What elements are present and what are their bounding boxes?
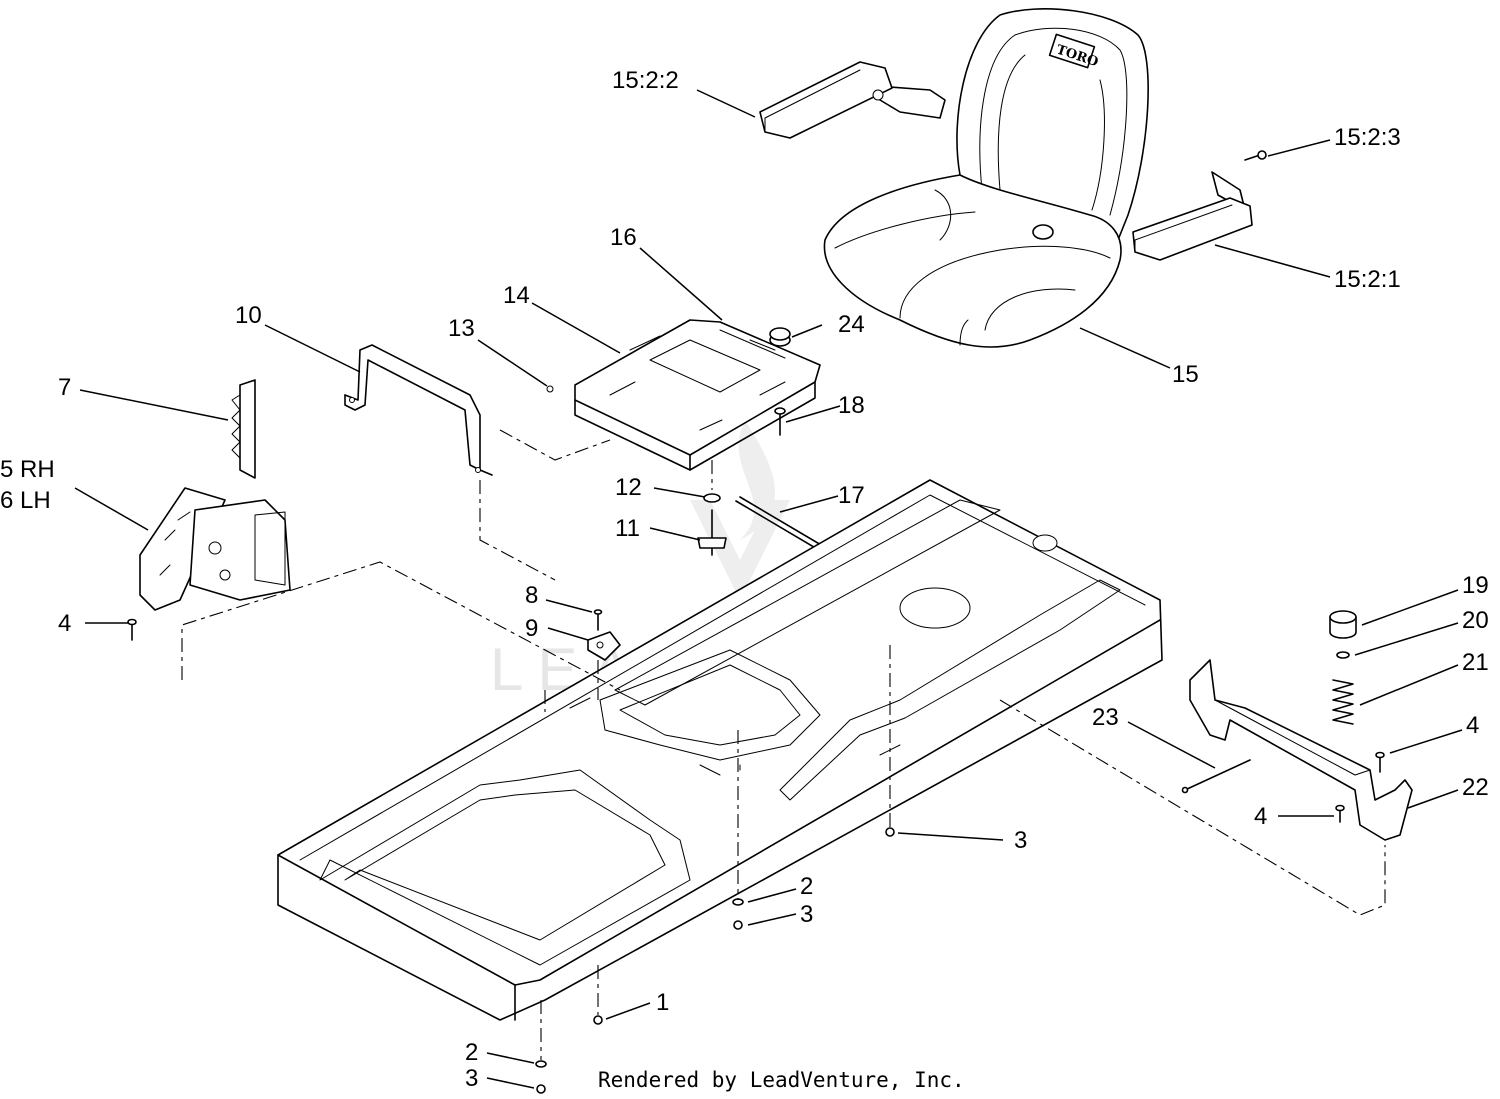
- nut-1: [593, 1015, 603, 1025]
- callout-14: 14: [503, 282, 530, 309]
- seat-assembly: TORO: [759, 8, 1267, 348]
- bolt-4-left: [127, 618, 137, 641]
- washer-2-bottom: [535, 1060, 547, 1068]
- callout-5-rh: 5 RH: [0, 456, 55, 483]
- bolt-8: [593, 609, 603, 631]
- callout-7: 7: [58, 374, 71, 401]
- washer-12: [703, 493, 721, 503]
- callout-22: 22: [1462, 774, 1489, 801]
- callout-11: 11: [615, 515, 640, 542]
- callout-17: 17: [838, 482, 865, 509]
- rack-7: [231, 379, 256, 479]
- render-credit: Rendered by LeadVenture, Inc.: [598, 1068, 965, 1092]
- callout-2-bottom: 2: [465, 1039, 478, 1066]
- callout-4-left: 4: [58, 610, 71, 637]
- chassis-frame: [277, 479, 1163, 1021]
- callout-16: 16: [610, 224, 637, 251]
- callout-10: 10: [235, 302, 262, 329]
- assembly-lines: [181, 429, 1386, 1060]
- callout-6-lh: 6 LH: [0, 487, 51, 514]
- knob-24: [769, 327, 791, 347]
- leader-lines: [74, 89, 1463, 1089]
- bracket-22: [1189, 659, 1413, 841]
- nut-3-mid: [885, 827, 895, 837]
- bolt-4-right-bottom: [1335, 804, 1345, 823]
- callout-2-mid: 2: [800, 873, 813, 900]
- seat-plate: [546, 319, 821, 471]
- callout-18: 18: [838, 392, 865, 419]
- nut-3-mid-low: [733, 920, 743, 930]
- callout-4-right-bottom: 4: [1254, 803, 1267, 830]
- washer-20: [1336, 651, 1350, 659]
- bolt-18: [774, 407, 786, 436]
- bolt-4-right-top: [1375, 751, 1385, 773]
- callout-19: 19: [1462, 572, 1489, 599]
- callout-23: 23: [1092, 704, 1119, 731]
- callout-4-right-top: 4: [1466, 712, 1479, 739]
- spring-21: [1332, 679, 1354, 725]
- callout-8: 8: [525, 582, 538, 609]
- callout-3-bottom: 3: [465, 1065, 478, 1092]
- callout-20: 20: [1462, 607, 1489, 634]
- callout-labels: 15:2:2 15:2:3 15:2:1 15 16 14 24 13 10 1…: [0, 67, 1489, 1092]
- seat-bracket-10: [344, 344, 493, 476]
- callout-15-2-3: 15:2:3: [1334, 124, 1401, 151]
- plate-9: [587, 631, 621, 661]
- armrest-right: [1132, 171, 1253, 261]
- pivot-11: [697, 509, 727, 556]
- callout-15-2-2: 15:2:2: [612, 67, 679, 94]
- callout-13: 13: [448, 315, 475, 342]
- callout-15: 15: [1172, 361, 1199, 388]
- callout-24: 24: [838, 311, 865, 338]
- callout-15-2-1: 15:2:1: [1334, 266, 1401, 293]
- nut-3-bottom: [536, 1084, 546, 1094]
- callout-3-mid: 3: [1014, 827, 1027, 854]
- callout-9: 9: [525, 615, 538, 642]
- screw-15-2-3: [1244, 150, 1267, 161]
- callout-3-mid-low: 3: [800, 901, 813, 928]
- callout-1: 1: [656, 989, 669, 1016]
- rod-23: [1181, 759, 1251, 794]
- callout-12: 12: [615, 474, 642, 501]
- bumper-19: [1329, 610, 1357, 639]
- armrest-left: [759, 61, 946, 139]
- callout-21: 21: [1462, 649, 1489, 676]
- seat-adjuster-5-6: [139, 487, 291, 611]
